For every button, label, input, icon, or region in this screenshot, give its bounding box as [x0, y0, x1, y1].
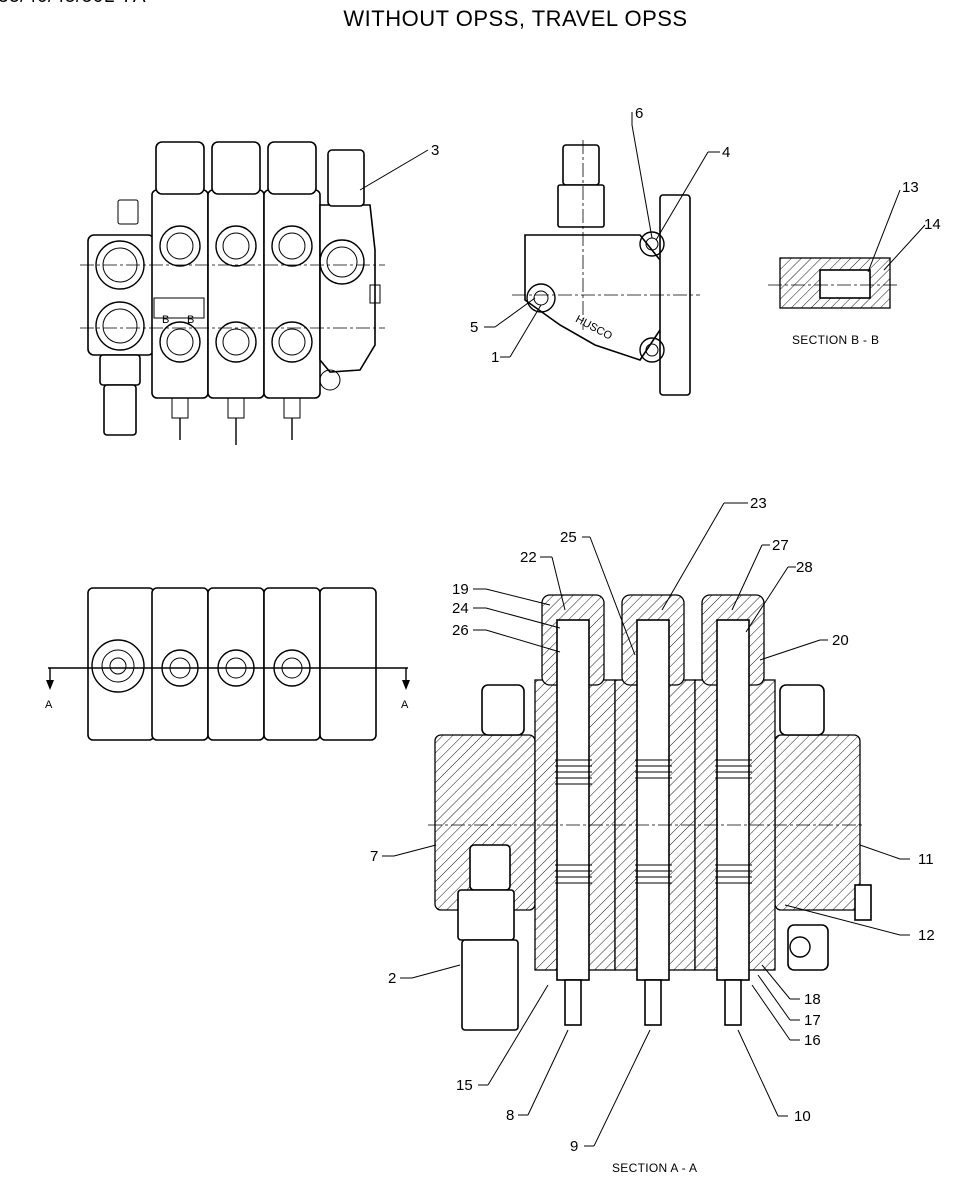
top-view-valve: [46, 587, 410, 741]
section-a-a-view: [428, 594, 872, 1031]
callout-8: 8: [506, 1107, 514, 1124]
callout-20: 20: [832, 632, 849, 649]
section-mark-a-right: A: [401, 699, 409, 711]
callout-26: 26: [452, 622, 469, 639]
section-a-a-label: SECTION A - A: [612, 1161, 697, 1175]
callout-23: 23: [750, 495, 767, 512]
callout-9: 9: [570, 1138, 578, 1155]
callout-19: 19: [452, 581, 469, 598]
callout-25: 25: [560, 529, 577, 546]
section-mark-a-left: A: [45, 699, 53, 711]
callout-2: 2: [388, 970, 396, 987]
callout-15: 15: [456, 1077, 473, 1094]
callout-leaders: [359, 112, 926, 1147]
callout-27: 27: [772, 537, 789, 554]
callout-12: 12: [918, 927, 935, 944]
callout-1: 1: [491, 349, 499, 366]
callout-3: 3: [431, 142, 439, 159]
face-mark-b-1: B: [162, 314, 169, 326]
callout-13: 13: [902, 179, 919, 196]
page-title: WITHOUT OPSS, TRAVEL OPSS: [343, 6, 688, 31]
side-view-valve: [512, 140, 700, 396]
callout-22: 22: [520, 549, 537, 566]
callout-18: 18: [804, 991, 821, 1008]
front-view-valve: [80, 141, 385, 445]
callout-10: 10: [794, 1108, 811, 1125]
callout-16: 16: [804, 1032, 821, 1049]
callout-5: 5: [470, 319, 478, 336]
section-b-b-label: SECTION B - B: [792, 333, 879, 347]
callout-28: 28: [796, 559, 813, 576]
model-label: 35/40/45/50L-7A: [0, 0, 146, 8]
callout-4: 4: [722, 144, 730, 161]
callout-6: 6: [635, 105, 643, 122]
face-mark-b-2: B: [187, 314, 194, 326]
callout-24: 24: [452, 600, 469, 617]
callout-14: 14: [924, 216, 941, 233]
callout-7: 7: [370, 848, 378, 865]
callout-17: 17: [804, 1012, 821, 1029]
callout-11: 11: [918, 851, 934, 868]
section-b-b-view: [768, 257, 898, 309]
